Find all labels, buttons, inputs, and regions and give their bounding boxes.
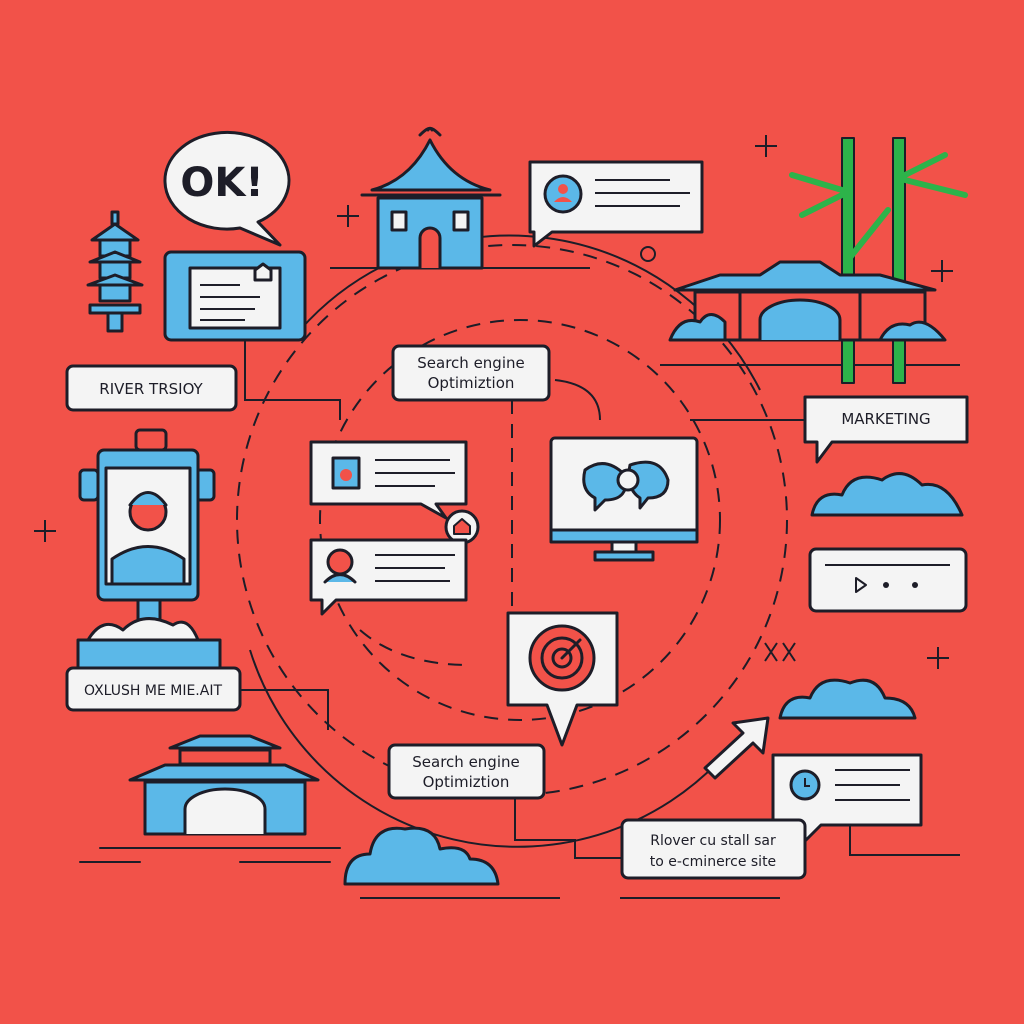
connector-lines: [240, 267, 960, 899]
svg-text:Optimiztion: Optimiztion: [428, 374, 515, 392]
svg-text:Optimiztion: Optimiztion: [423, 773, 510, 791]
profile-chat-bubble: [528, 160, 704, 248]
river-story-label: RIVER TRSIOY: [65, 364, 238, 412]
person-kiosk-icon: [76, 428, 222, 670]
plus-icons: [34, 135, 953, 669]
svg-text:Search engine: Search engine: [412, 753, 519, 771]
svg-text:RIVER TRSIOY: RIVER TRSIOY: [99, 380, 203, 398]
arrow-up-right-icon: [703, 716, 770, 780]
seo-label-top: Search engine Optimiztion: [391, 344, 551, 402]
svg-text:OXLUSH ME MIE.AIT: OXLUSH ME MIE.AIT: [84, 683, 223, 699]
target-pin-card: [506, 611, 619, 747]
document-card: [163, 250, 307, 342]
cloud-icon: [343, 472, 964, 886]
temple-right-icon: [668, 260, 947, 342]
kiosk-caption-label: OXLUSH ME MIE.AIT: [65, 666, 242, 712]
pagoda-icon: [86, 210, 144, 333]
ok-text: OK!: [180, 160, 263, 206]
avatar-chat-bubble: [309, 538, 468, 616]
svg-text:to e-cminerce site: to e-cminerce site: [650, 854, 776, 870]
home-icon: [444, 509, 480, 545]
svg-text:Search engine: Search engine: [417, 354, 524, 372]
ok-speech-bubble: OK!: [163, 130, 291, 247]
marketing-label: MARKETING: [803, 395, 969, 464]
lock-chat-bubble: [309, 440, 468, 520]
ecommerce-label: Rlover cu stall sar to e-cminerce site: [620, 818, 807, 880]
play-icon[interactable]: [855, 577, 867, 593]
svg-text:MARKETING: MARKETING: [841, 410, 930, 428]
monitor-chat-icon: [549, 436, 699, 562]
video-player-bar[interactable]: [808, 547, 968, 613]
temple-top-icon: [360, 126, 502, 270]
temple-bottom-icon: [79, 734, 341, 863]
seo-label-bottom: Search engine Optimiztion: [387, 743, 546, 800]
svg-text:Rlover cu stall sar: Rlover cu stall sar: [650, 833, 776, 849]
